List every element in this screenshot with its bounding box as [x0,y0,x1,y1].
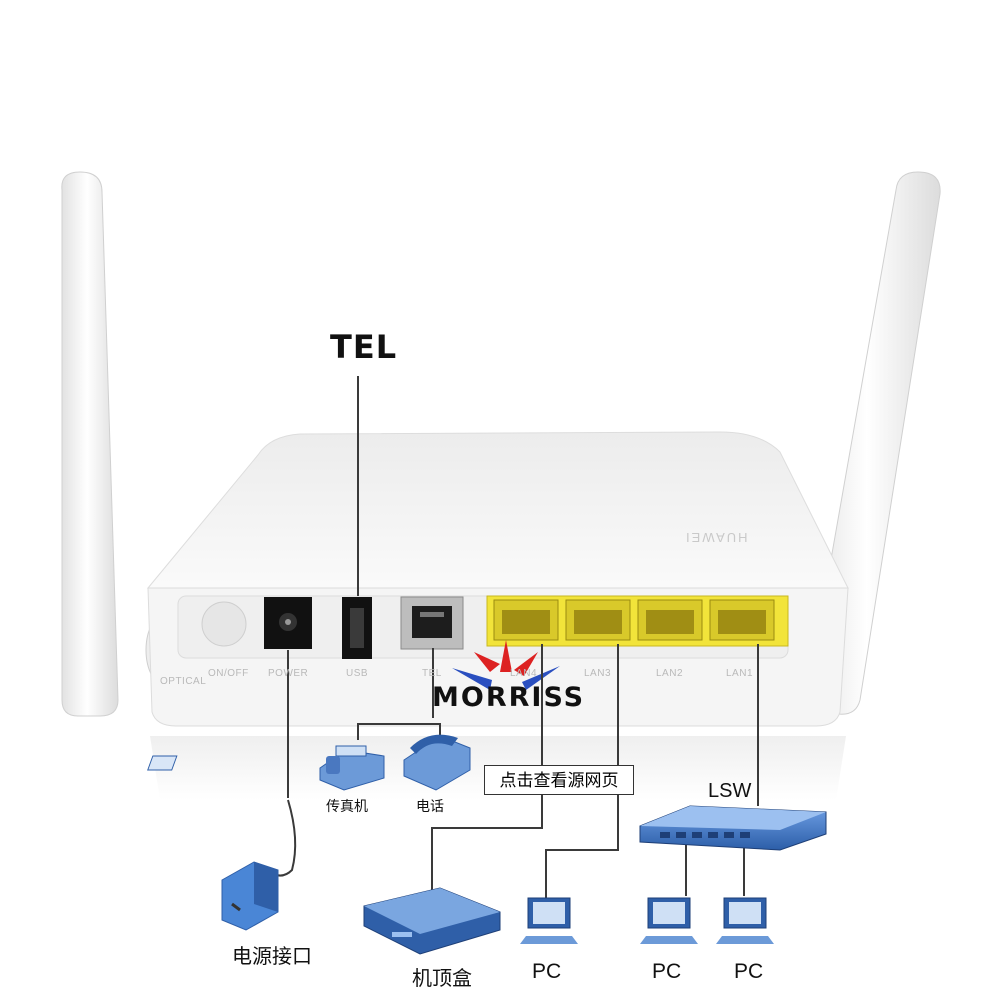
set-top-box-icon [363,887,501,955]
power-jack [264,597,312,649]
lan4-port-label: LAN4 [510,668,538,679]
lan1-port [709,599,775,641]
tel-port-label: TEL [422,668,442,679]
power-port-label: POWER [268,668,309,679]
lan2-port [637,599,703,641]
pc-icon-1 [520,897,578,944]
morriss-watermark: MORRISS [432,682,586,713]
fax-machine-icon [319,745,385,791]
router-body [146,431,849,800]
cables [269,376,759,900]
onoff-port-label: ON/OFF [208,668,249,679]
pc-label-3: PC [734,960,764,983]
usb-port-label: USB [346,668,369,679]
lan-switch-icon [639,805,827,851]
lan1-port-label: LAN1 [726,668,754,679]
phone-label: 电话 [416,799,444,815]
optical-port-label: OPTICAL [160,676,207,687]
lan3-port [565,599,631,641]
pc-icon-3 [716,897,774,944]
lsw-label: LSW [708,780,752,802]
tel-port [400,596,464,650]
set-top-box-label: 机顶盒 [412,966,472,990]
lan4-port [493,599,559,641]
power-adapter-icon [221,861,279,931]
pc-label-2: PC [652,960,682,983]
telephone-icon [147,734,471,791]
lan3-port-label: LAN3 [584,668,612,679]
pc-label-1: PC [532,960,562,983]
pc-icon-2 [640,897,698,944]
lan2-port-label: LAN2 [656,668,684,679]
power-adapter-label: 电源接口 [232,944,312,968]
tel-heading: TEL [330,328,398,366]
brand-label: HUAWEI [684,530,748,545]
fax-label: 传真机 [326,799,368,815]
usb-port [342,597,372,659]
view-source-link[interactable]: 点击查看源网页 [484,765,634,795]
onoff-button [201,601,247,647]
